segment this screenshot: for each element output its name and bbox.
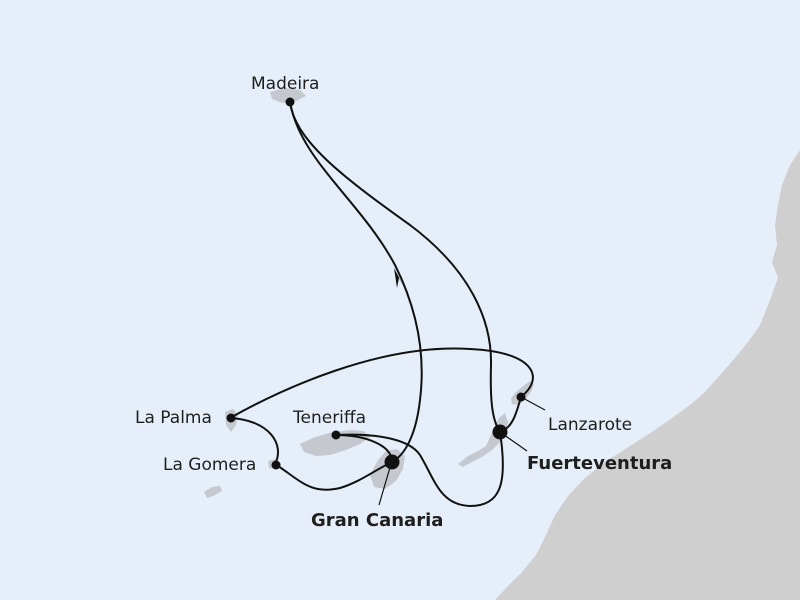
direction-arrow-icon bbox=[394, 268, 404, 288]
port-dot-la-gomera[interactable] bbox=[271, 460, 281, 470]
leader-gran-canaria bbox=[378, 463, 392, 506]
leader-lanzarote bbox=[520, 396, 546, 411]
port-label-la-palma: La Palma bbox=[135, 408, 212, 428]
island-madeira bbox=[270, 88, 306, 103]
port-label-teneriffa: Teneriffa bbox=[292, 408, 366, 428]
route-la-gomera-gran-canaria bbox=[274, 461, 393, 491]
island-el-hierro bbox=[204, 486, 222, 498]
route-fuerteventura-madeira bbox=[289, 101, 501, 433]
port-dot-teneriffa[interactable] bbox=[331, 430, 341, 440]
route-madeira-gran-canaria bbox=[289, 101, 423, 463]
port-dot-fuerteventura[interactable] bbox=[492, 424, 508, 440]
mainland-africa bbox=[495, 150, 800, 600]
route-lanzarote-la-palma bbox=[229, 347, 534, 419]
port-label-lanzarote: Lanzarote bbox=[548, 415, 632, 435]
port-label-la-gomera: La Gomera bbox=[163, 455, 256, 475]
port-label-fuerteventura: Fuerteventura bbox=[527, 453, 672, 474]
port-dot-gran-canaria[interactable] bbox=[384, 454, 400, 470]
route-la-palma-la-gomera bbox=[229, 417, 279, 465]
port-dot-lanzarote[interactable] bbox=[516, 392, 526, 402]
port-label-madeira: Madeira bbox=[251, 74, 319, 94]
port-dot-madeira[interactable] bbox=[285, 97, 295, 107]
port-dot-la-palma[interactable] bbox=[226, 413, 236, 423]
route-teneriffa-fuerteventura bbox=[335, 431, 504, 508]
port-label-gran-canaria: Gran Canaria bbox=[311, 510, 443, 531]
